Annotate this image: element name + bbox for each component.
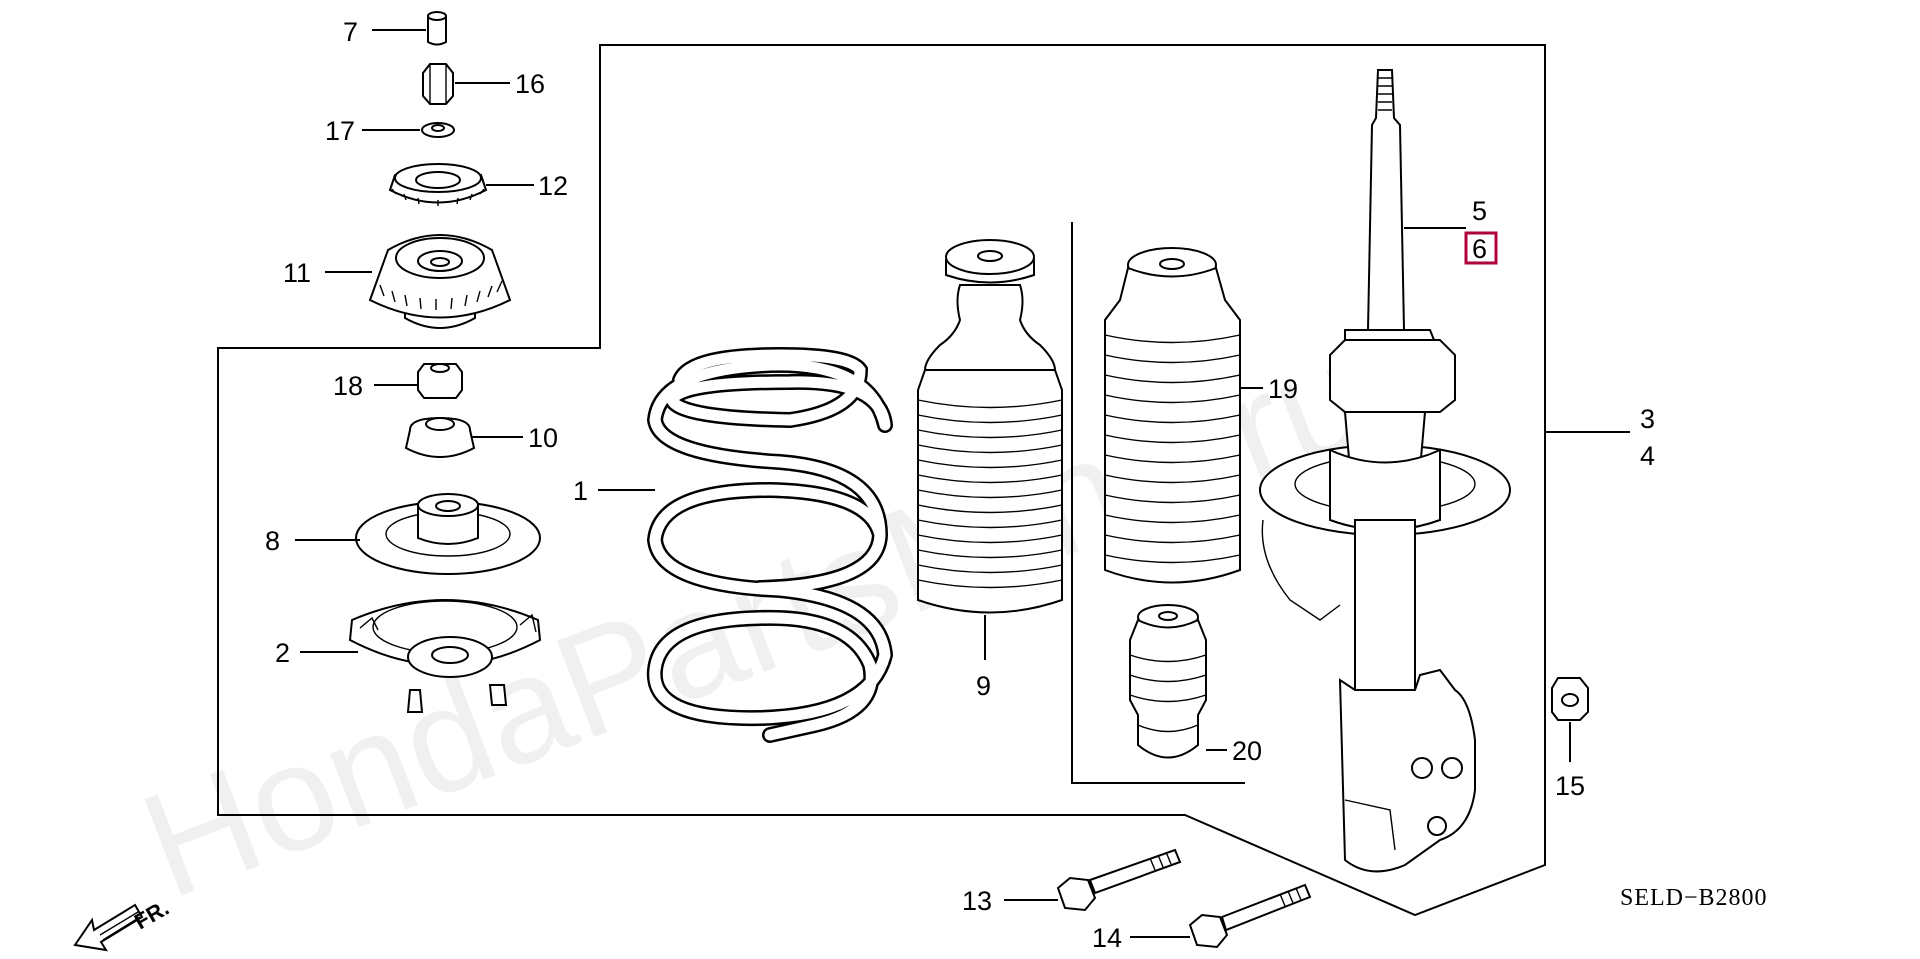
callout-10: 10 <box>528 423 558 453</box>
front-direction-label: FR. <box>130 895 173 934</box>
part-7-cap[interactable] <box>427 11 447 46</box>
assembly-outline <box>217 44 1546 917</box>
front-direction-arrow: FR. <box>73 895 173 952</box>
callout-3: 3 <box>1640 404 1655 434</box>
part-20-bump-stop[interactable] <box>1129 604 1207 759</box>
part-12-bearing[interactable] <box>388 163 488 206</box>
callout-17: 17 <box>325 116 355 146</box>
part-13-bolt[interactable] <box>1056 848 1182 912</box>
part-11-mount[interactable] <box>368 234 512 329</box>
callout-6: 6 <box>1472 234 1487 264</box>
part-17-washer[interactable] <box>421 122 455 138</box>
part-8-spring-seat[interactable] <box>355 493 541 575</box>
part-19-boot[interactable] <box>1104 247 1241 584</box>
part-15-flange-nut[interactable] <box>1551 677 1589 721</box>
callout-15: 15 <box>1555 771 1585 801</box>
part-18-nut[interactable] <box>417 363 463 399</box>
callout-11: 11 <box>283 258 311 288</box>
part-14-bolt[interactable] <box>1188 883 1312 949</box>
leader-lines <box>295 29 1630 938</box>
part-9-dust-boot[interactable] <box>917 239 1063 614</box>
callout-1: 1 <box>573 476 588 506</box>
callout-20: 20 <box>1232 736 1262 766</box>
highlight-box-6 <box>1464 231 1498 265</box>
kit-bracket <box>1071 222 1245 784</box>
part-16-nut[interactable] <box>422 63 454 105</box>
callout-16: 16 <box>515 69 545 99</box>
part-2-rubber-seat[interactable] <box>348 599 542 713</box>
callout-9: 9 <box>976 671 991 701</box>
part-3-4-strut-assembly[interactable] <box>1259 69 1511 873</box>
reference-code: SELD−B2800 <box>1620 885 1768 911</box>
callout-2: 2 <box>275 638 290 668</box>
callout-19: 19 <box>1268 374 1298 404</box>
callout-14: 14 <box>1092 923 1122 953</box>
callout-12: 12 <box>538 171 568 201</box>
callout-7: 7 <box>343 17 358 47</box>
callout-4: 4 <box>1640 441 1655 471</box>
callout-8: 8 <box>265 526 280 556</box>
part-1-coil-spring[interactable] <box>646 346 893 743</box>
callout-5: 5 <box>1472 196 1487 226</box>
callout-labels: 7 16 17 12 11 18 10 8 2 1 9 19 20 5 6 3 … <box>265 17 1655 953</box>
callout-13: 13 <box>962 886 992 916</box>
callout-18: 18 <box>333 371 363 401</box>
part-10-bushing[interactable] <box>404 416 476 458</box>
